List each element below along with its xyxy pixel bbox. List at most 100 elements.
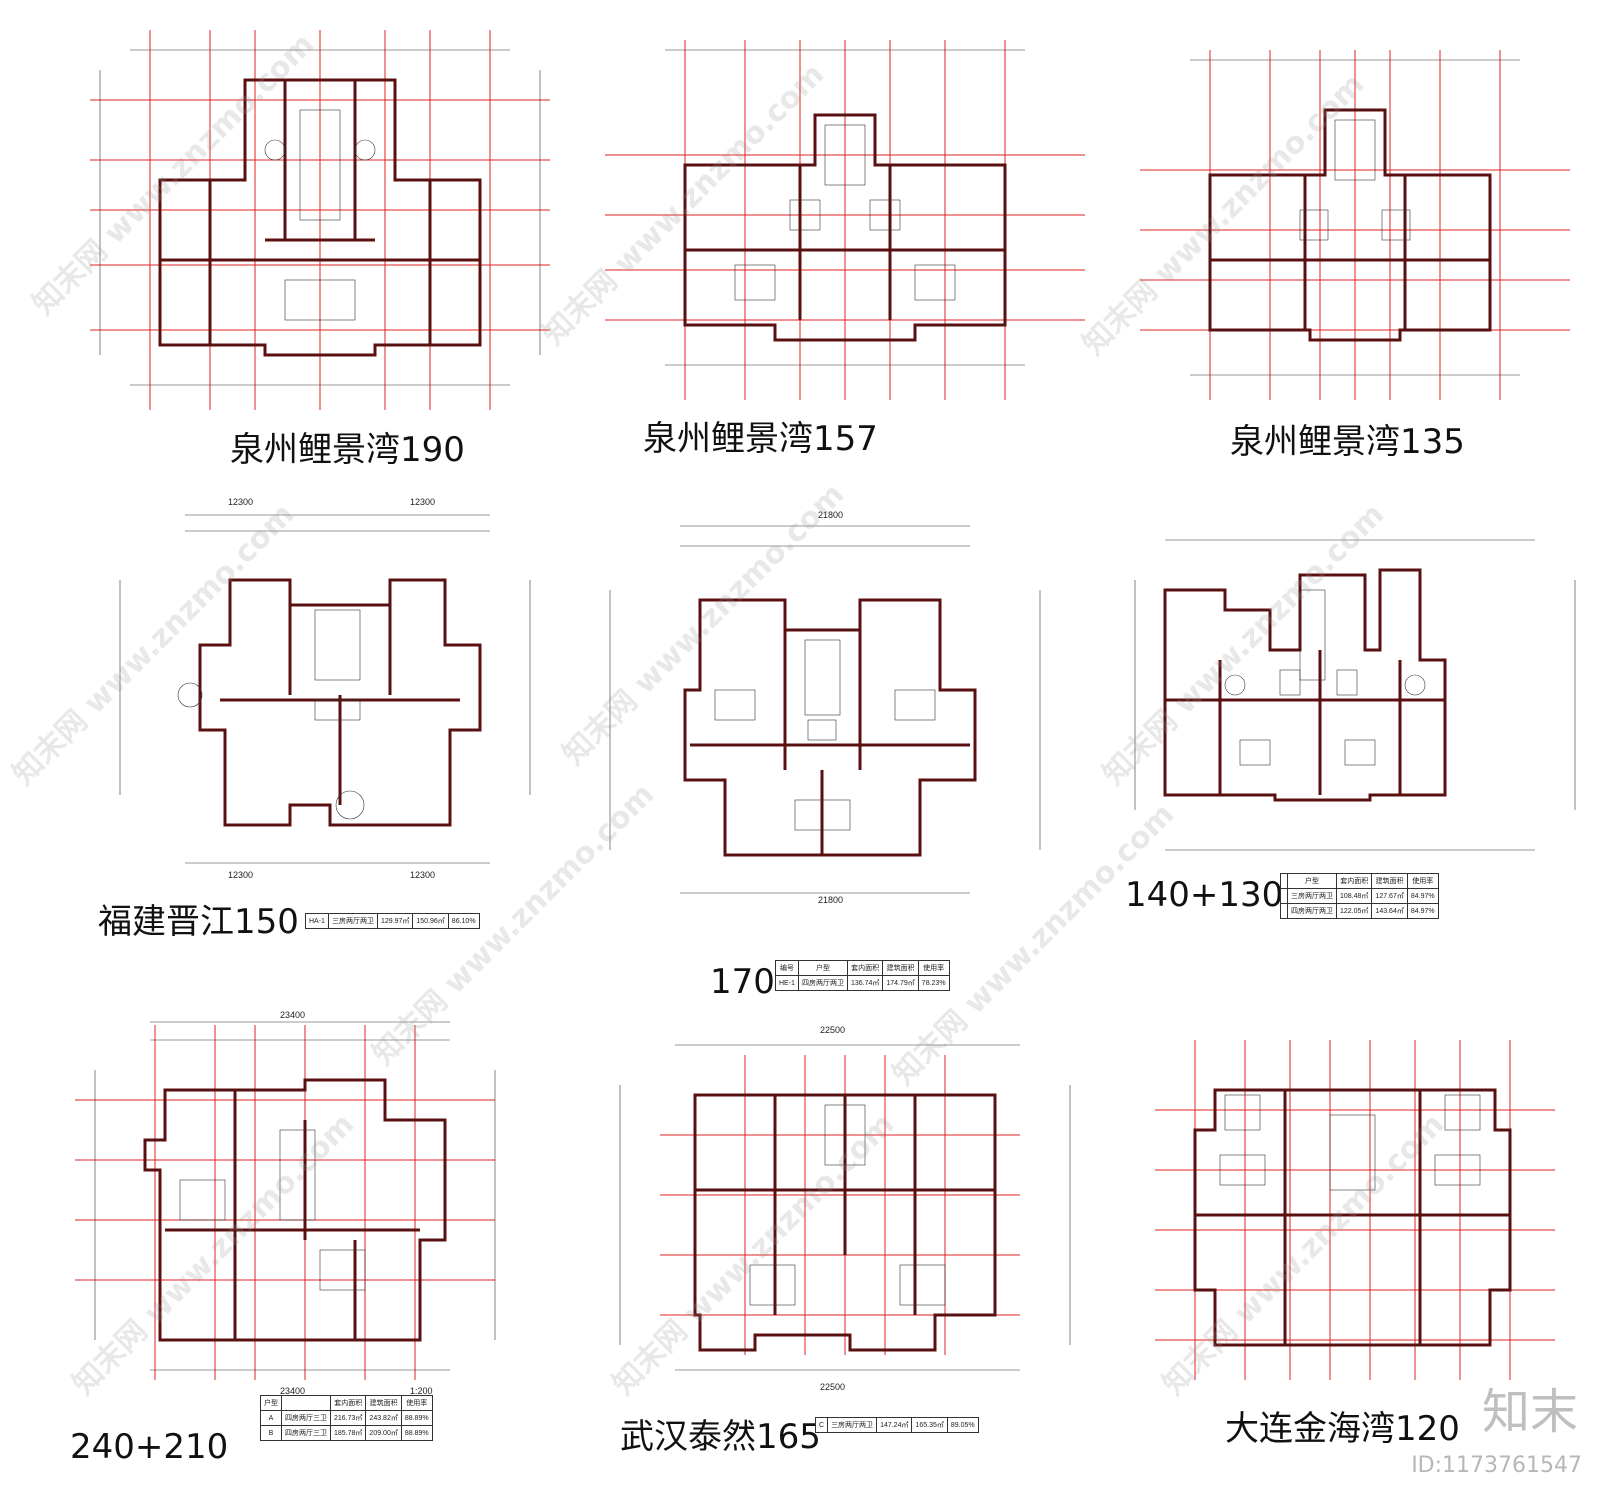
floor-plan-panel-1: 泉州鲤景湾190 [70, 10, 570, 480]
table-cell [1280, 903, 1288, 919]
floor-plan-panel-9: 大连金海湾120 [1135, 1020, 1595, 1480]
plan-caption-7: 240+210 [70, 1427, 229, 1467]
table-cell: 建筑面积 [882, 960, 919, 976]
plan-caption-6: 140+130 [1125, 875, 1284, 915]
floor-plan-drawing-4 [119, 514, 531, 864]
table-cell: 四房两厅两卫 [797, 975, 848, 991]
table-cell: 129.97㎡ [376, 913, 414, 929]
area-table-8: C 三房两厅两卫 147.24㎡ 165.35㎡ 89.05% [814, 1417, 979, 1433]
table-cell: 165.35㎡ [911, 1417, 948, 1433]
table-cell: 136.74㎡ [846, 975, 884, 991]
table-row: 户型 套内面积 建筑面积 使用率 [1280, 873, 1439, 889]
brand-logo: 知末 [1481, 1384, 1578, 1440]
plan-caption-2: 泉州鲤景湾157 [643, 419, 878, 459]
table-cell: 88.89% [400, 1410, 433, 1426]
table-cell: 89.05% [946, 1417, 979, 1433]
floor-plan-panel-6: 140+130 户型 套内面积 建筑面积 使用率 三房两厅两卫 108.48㎡ … [1125, 530, 1585, 950]
dimension-top: 21800 [818, 510, 844, 520]
table-cell: 套内面积 [1335, 873, 1373, 889]
plan-caption-1: 泉州鲤景湾190 [230, 430, 465, 470]
dimension-bottom: 21800 [818, 895, 844, 905]
dimension-bottom: 22500 [820, 1382, 846, 1392]
area-table-4: HA-1 三房两厅两卫 129.97㎡ 150.96㎡ 86.10% [305, 913, 480, 929]
table-row: 四房两厅两卫 122.05㎡ 143.64㎡ 84.97% [1280, 903, 1439, 919]
table-cell: 147.24㎡ [876, 1417, 913, 1433]
floor-plan-drawing-7 [75, 1021, 496, 1380]
table-cell: 86.10% [447, 913, 480, 929]
table-cell: 户型 [260, 1395, 282, 1411]
floor-plan-panel-4: 12300 12300 12300 12300 福建晋江150 HA-1 三房两… [90, 495, 570, 955]
table-cell: 使用率 [917, 960, 950, 976]
plan-caption-3: 泉州鲤景湾135 [1230, 422, 1465, 462]
image-id-label: ID:1173761547 [1411, 1453, 1582, 1478]
table-row: 户型 套内面积 建筑面积 使用率 [260, 1395, 433, 1411]
table-cell: 建筑面积 [365, 1395, 402, 1411]
table-cell: 127.67㎡ [1371, 888, 1408, 904]
table-cell: 216.73㎡ [329, 1410, 367, 1426]
table-cell: 185.78㎡ [329, 1425, 367, 1441]
table-cell: 84.97% [1406, 903, 1439, 919]
dimension-bottom-left: 12300 [228, 870, 254, 880]
plan-caption-4: 福建晋江150 [98, 902, 299, 942]
table-cell: 使用率 [400, 1395, 433, 1411]
table-cell: 88.89% [400, 1425, 433, 1441]
plan-caption-8: 武汉泰然165 [620, 1417, 821, 1457]
table-cell: 户型 [1287, 873, 1337, 889]
table-cell: 122.05㎡ [1335, 903, 1373, 919]
table-cell: 209.00㎡ [365, 1425, 402, 1441]
table-cell: 143.64㎡ [1371, 903, 1408, 919]
table-cell: 三房两厅两卫 [327, 913, 378, 929]
table-cell: 150.96㎡ [412, 913, 449, 929]
floor-plan-panel-8: 22500 22500 武汉泰然165 C 三房两厅两卫 147.24㎡ 165… [600, 1025, 1100, 1480]
table-cell: HE-1 [775, 975, 799, 991]
floor-plan-drawing-9 [1155, 1040, 1555, 1380]
table-cell: 174.79㎡ [882, 975, 919, 991]
table-cell: 编号 [775, 960, 799, 976]
floor-plan-drawing-8 [619, 1044, 1071, 1371]
table-cell [281, 1395, 331, 1411]
floor-plan-panel-2: 泉州鲤景湾157 [585, 20, 1105, 470]
table-cell: B [260, 1425, 282, 1441]
floor-plan-drawing-3 [1140, 50, 1570, 400]
table-cell: 108.48㎡ [1335, 888, 1373, 904]
table-cell: 四房两厅三卫 [281, 1410, 331, 1426]
table-cell: 三房两厅两卫 [827, 1417, 878, 1433]
table-cell: 三房两厅两卫 [1287, 888, 1337, 904]
table-cell: 243.82㎡ [365, 1410, 402, 1426]
dimension-top: 23400 [280, 1010, 306, 1020]
table-cell: HA-1 [305, 913, 329, 929]
table-cell: 户型 [797, 960, 848, 976]
table-row: HA-1 三房两厅两卫 129.97㎡ 150.96㎡ 86.10% [305, 913, 480, 929]
dimension-bottom: 23400 [280, 1386, 306, 1396]
table-cell: 使用率 [1406, 873, 1439, 889]
floor-plan-drawing-2 [605, 40, 1085, 400]
table-row: HE-1 四房两厅两卫 136.74㎡ 174.79㎡ 78.23% [775, 975, 950, 991]
table-cell: C [814, 1417, 829, 1433]
area-table-6: 户型 套内面积 建筑面积 使用率 三房两厅两卫 108.48㎡ 127.67㎡ … [1280, 873, 1439, 919]
table-cell: 套内面积 [329, 1395, 367, 1411]
table-cell: 78.23% [917, 975, 950, 991]
dimension-bottom-right: 12300 [410, 870, 436, 880]
table-row: C 三房两厅两卫 147.24㎡ 165.35㎡ 89.05% [814, 1417, 979, 1433]
floor-plan-drawing-6 [1134, 539, 1576, 851]
table-cell: 套内面积 [846, 960, 884, 976]
table-cell: 84.97% [1406, 888, 1439, 904]
table-row: 三房两厅两卫 108.48㎡ 127.67㎡ 84.97% [1280, 888, 1439, 904]
dimension-top-left: 12300 [228, 497, 254, 507]
scale-label: 1:200 [410, 1386, 433, 1396]
table-cell: A [260, 1410, 282, 1426]
table-cell: 四房两厅两卫 [1287, 903, 1337, 919]
table-row: 编号 户型 套内面积 建筑面积 使用率 [775, 960, 950, 976]
table-cell: 四房两厅三卫 [281, 1425, 331, 1441]
plan-caption-5: 170 [710, 962, 775, 1002]
table-cell [1280, 888, 1288, 904]
plan-caption-9: 大连金海湾120 [1225, 1409, 1460, 1449]
floor-plan-panel-7: 23400 23400 1:200 240+210 户型 套内面积 建筑面积 [55, 1010, 575, 1480]
table-cell [1280, 873, 1288, 889]
area-table-5: 编号 户型 套内面积 建筑面积 使用率 HE-1 四房两厅两卫 136.74㎡ … [775, 960, 950, 991]
area-table-7: 户型 套内面积 建筑面积 使用率 A 四房两厅三卫 216.73㎡ 243.82… [260, 1395, 433, 1441]
floor-plan-panel-5: 21800 21800 170 编号 户型 套内面积 建筑面积 使用率 HE-1… [590, 510, 1080, 1010]
floor-plan-drawing-5 [609, 525, 1041, 894]
dimension-top-right: 12300 [410, 497, 436, 507]
table-row: B 四房两厅三卫 185.78㎡ 209.00㎡ 88.89% [260, 1425, 433, 1441]
